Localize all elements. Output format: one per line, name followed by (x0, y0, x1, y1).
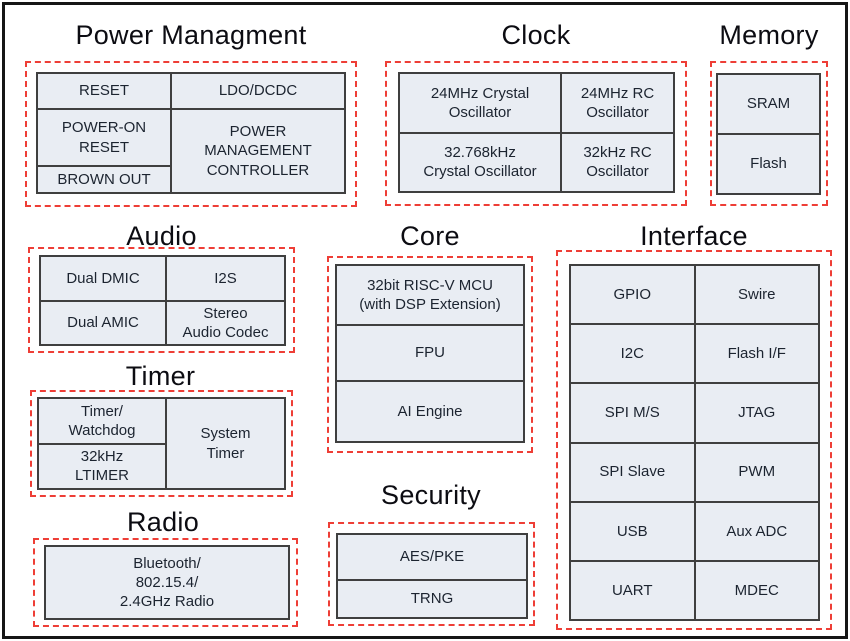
core-table: 32bit RISC-V MCU (with DSP Extension) FP… (335, 264, 525, 443)
security-table: AES/PKE TRNG (336, 533, 528, 619)
block-24mhz-rc-oscillator: 24MHz RC Oscillator (561, 73, 674, 133)
block-system-timer: System Timer (166, 398, 285, 489)
block-timer-watchdog: Timer/ Watchdog (38, 398, 166, 444)
audio-group: Dual DMIC I2S Dual AMIC Stereo Audio Cod… (28, 247, 295, 353)
block-32khz-ltimer: 32kHz LTIMER (38, 443, 166, 489)
block-usb: USB (570, 501, 695, 561)
block-uart: UART (570, 560, 695, 620)
block-stereo-audio-codec: Stereo Audio Codec (166, 300, 285, 345)
block-32khz-rc-oscillator: 32kHz RC Oscillator (561, 132, 674, 192)
block-sram: SRAM (717, 74, 820, 134)
block-ai-engine: AI Engine (336, 381, 524, 442)
core-group: 32bit RISC-V MCU (with DSP Extension) FP… (327, 256, 533, 453)
block-spi-slave: SPI Slave (570, 442, 695, 502)
block-i2s: I2S (166, 256, 285, 301)
block-gpio: GPIO (570, 265, 695, 325)
section-title-radio: Radio (126, 507, 200, 537)
block-riscv-mcu: 32bit RISC-V MCU (with DSP Extension) (336, 265, 524, 325)
section-title-memory: Memory (719, 20, 819, 50)
block-reset: RESET (37, 73, 171, 109)
block-trng: TRNG (337, 580, 527, 618)
audio-table: Dual DMIC I2S Dual AMIC Stereo Audio Cod… (39, 255, 286, 346)
block-power-management-controller: POWER MANAGEMENT CONTROLLER (171, 109, 345, 193)
timer-table: Timer/ Watchdog 32kHz LTIMER System Time… (37, 397, 286, 490)
block-24mhz-crystal-oscillator: 24MHz Crystal Oscillator (399, 73, 561, 133)
block-aes-pke: AES/PKE (337, 534, 527, 580)
block-fpu: FPU (336, 325, 524, 381)
security-group: AES/PKE TRNG (328, 522, 535, 626)
memory-table: SRAM Flash (716, 73, 821, 195)
radio-table: Bluetooth/ 802.15.4/ 2.4GHz Radio (44, 545, 290, 620)
block-spi-ms: SPI M/S (570, 383, 695, 443)
radio-group: Bluetooth/ 802.15.4/ 2.4GHz Radio (33, 538, 298, 627)
block-flash-if: Flash I/F (694, 324, 819, 384)
clock-group: 24MHz Crystal Oscillator 24MHz RC Oscill… (385, 61, 687, 206)
interface-table: GPIO Swire I2C Flash I/F SPI M/S JTAG SP… (569, 264, 820, 621)
block-bluetooth-802154-24ghz-radio: Bluetooth/ 802.15.4/ 2.4GHz Radio (45, 546, 289, 619)
block-i2c: I2C (570, 324, 695, 384)
block-32768khz-crystal-oscillator: 32.768kHz Crystal Oscillator (399, 132, 561, 192)
block-ldo-dcdc: LDO/DCDC (171, 73, 345, 109)
section-title-timer: Timer (125, 361, 196, 391)
memory-group: SRAM Flash (710, 61, 828, 206)
block-brown-out: BROWN OUT (37, 166, 171, 193)
interface-group: GPIO Swire I2C Flash I/F SPI M/S JTAG SP… (556, 250, 832, 630)
block-jtag: JTAG (694, 383, 819, 443)
section-title-security: Security (381, 480, 481, 510)
section-title-core: Core (400, 221, 460, 251)
section-title-audio: Audio (126, 221, 197, 251)
section-title-power-management: Power Managment (75, 20, 307, 50)
block-dual-amic: Dual AMIC (40, 300, 166, 345)
power-management-group: RESET LDO/DCDC POWER-ON RESET POWER MANA… (25, 61, 357, 207)
block-power-on-reset: POWER-ON RESET (37, 109, 171, 166)
block-pwm: PWM (694, 442, 819, 502)
section-title-interface: Interface (640, 221, 748, 251)
block-flash: Flash (717, 134, 820, 194)
power-management-table: RESET LDO/DCDC POWER-ON RESET POWER MANA… (36, 72, 346, 194)
block-dual-dmic: Dual DMIC (40, 256, 166, 301)
clock-table: 24MHz Crystal Oscillator 24MHz RC Oscill… (398, 72, 675, 193)
block-swire: Swire (694, 265, 819, 325)
section-title-clock: Clock (501, 20, 571, 50)
timer-group: Timer/ Watchdog 32kHz LTIMER System Time… (30, 390, 293, 497)
block-aux-adc: Aux ADC (694, 501, 819, 561)
block-mdec: MDEC (694, 560, 819, 620)
